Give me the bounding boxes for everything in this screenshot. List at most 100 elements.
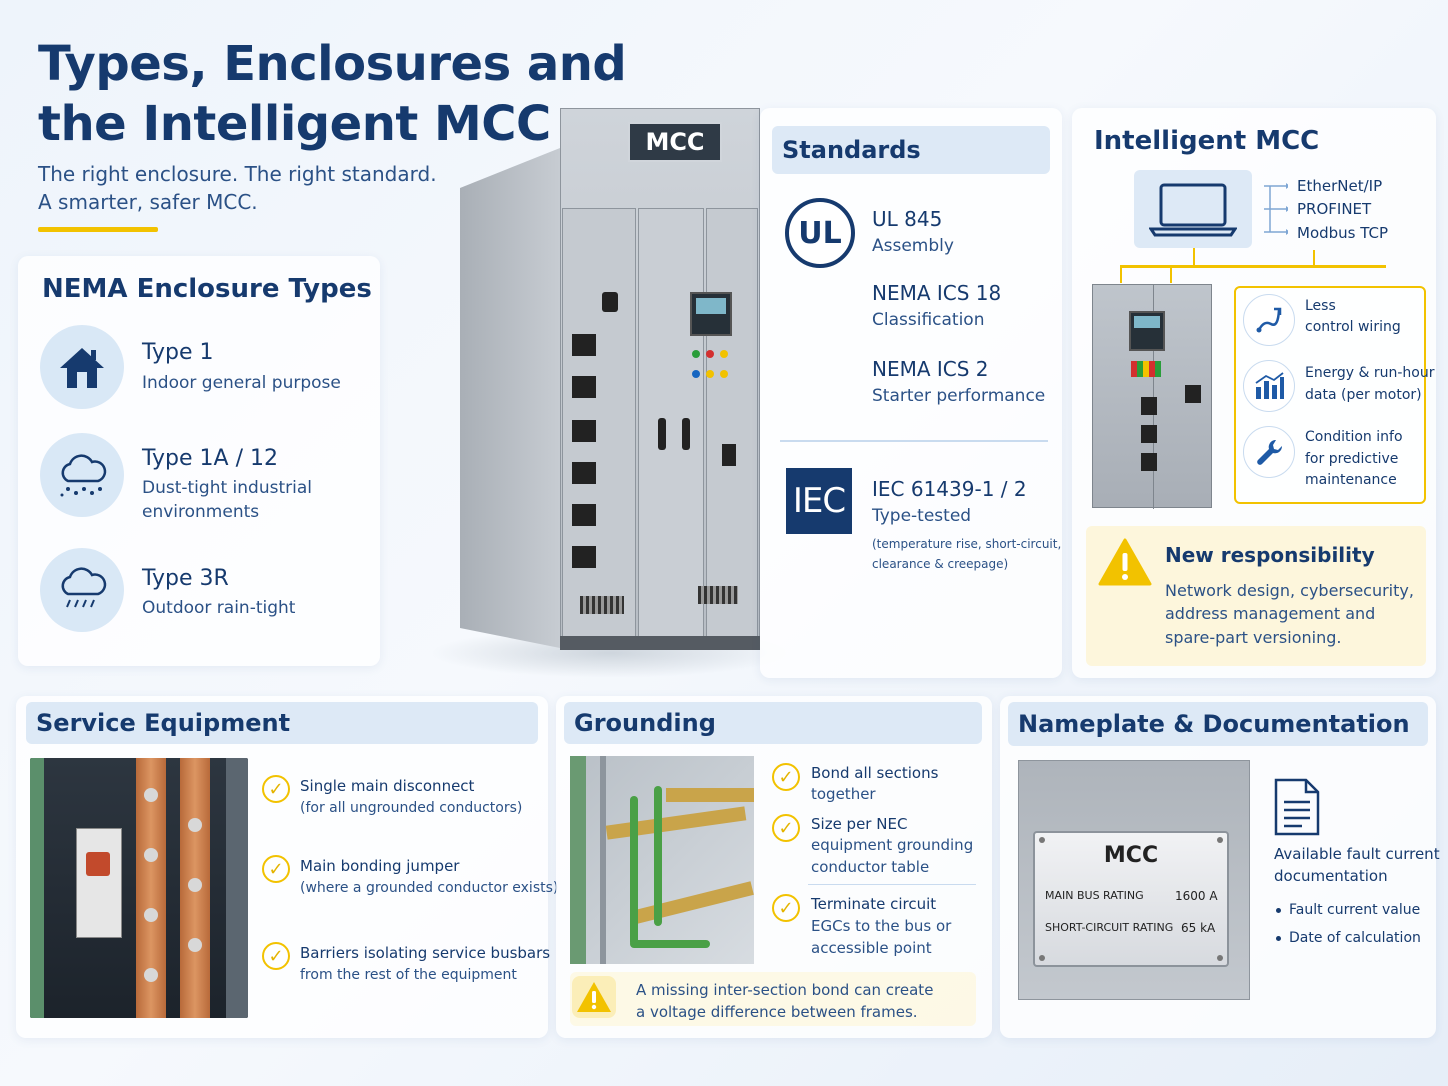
standard-name: NEMA ICS 2 [872,357,989,381]
page-subtitle-line2: A smarter, safer MCC. [38,190,258,214]
grounding-warning-text-line2: a voltage difference between frames. [636,1003,918,1021]
benefit-text-line2: control wiring [1305,319,1401,335]
nameplate-title: Nameplate & Documentation [1008,702,1428,746]
bullet-dot [1276,936,1281,941]
check-icon: ✓ [772,814,800,842]
benefit-text-line2: for predictive [1305,451,1399,467]
nema-item-name: Type 1 [142,340,214,365]
grounding-item-line3: accessible point [811,939,932,957]
doc-bullet: Date of calculation [1289,930,1421,946]
grounding-divider [808,884,976,885]
check-icon: ✓ [262,942,290,970]
nameplate-row-value: 65 kA [1181,921,1216,935]
page-title-line1: Types, Enclosures and [38,36,627,92]
nameplate-row-label: MAIN BUS RATING [1045,889,1144,902]
benefit-text: Less [1305,298,1336,314]
rain-cloud-icon [40,548,124,632]
mcc-section-illustration [1092,284,1212,509]
service-item: Barriers isolating service busbars [300,944,551,962]
nameplate-row-label: SHORT-CIRCUIT RATING [1045,921,1174,934]
responsibility-box [1086,526,1426,666]
warning-icon [1098,538,1152,590]
protocol-label: EtherNet/IP [1297,177,1383,195]
protocol-label: PROFINET [1297,200,1372,218]
grounding-warning-box [570,972,976,1026]
iec-standard-name: IEC 61439-1 / 2 [872,477,1027,501]
nema-item-name: Type 1A / 12 [142,446,278,471]
standard-desc: Assembly [872,236,954,256]
wiring-icon [1243,294,1295,346]
nameplate-row-value: 1600 A [1175,889,1218,903]
laptop-icon [1134,170,1252,248]
nema-item-desc: Indoor general purpose [142,373,341,393]
grounding-title: Grounding [564,702,982,744]
network-bus-line [1120,265,1386,268]
iec-standard-desc: Type-tested [872,506,972,526]
bar-chart-icon [1243,360,1295,412]
responsibility-text-line3: spare-part versioning. [1165,628,1342,647]
dust-cloud-icon [40,433,124,517]
nameplate-plate [1033,831,1229,967]
document-icon [1272,778,1322,840]
service-item-note: from the rest of the equipment [300,967,517,983]
responsibility-title: New responsibility [1165,543,1375,567]
service-item-note: (for all ungrounded conductors) [300,800,523,816]
responsibility-text: Network design, cybersecurity, [1165,581,1414,600]
doc-title-line2: documentation [1274,867,1388,885]
bullet-dot [1276,908,1281,913]
service-item: Single main disconnect [300,777,475,795]
house-icon [40,325,124,409]
protocol-label: Modbus TCP [1297,224,1389,242]
grounding-item-line2: EGCs to the bus or [811,917,952,935]
cabinet-label: MCC [628,122,722,162]
nema-item-desc-line2: environments [142,502,260,522]
doc-bullet: Fault current value [1289,902,1421,918]
grounding-item: Terminate circuit [811,895,937,913]
benefit-text: Energy & run-hour [1305,365,1435,381]
service-item-note: (where a grounded conductor exists) [300,880,559,896]
standards-title: Standards [772,126,1050,174]
mcc-cabinet-illustration: MCC [430,108,790,678]
service-item: Main bonding jumper [300,857,460,875]
intelligent-mcc-title: Intelligent MCC [1094,126,1320,156]
iec-logo-icon: IEC [786,468,852,534]
protocol-arrow-icon [1264,178,1290,238]
benefit-text-line2: data (per motor) [1305,387,1422,403]
grounding-photo [570,756,754,964]
check-icon: ✓ [262,775,290,803]
iec-standard-note-line2: clearance & creepage) [872,557,1009,571]
benefit-text: Condition info [1305,429,1403,445]
standard-desc: Classification [872,310,985,330]
nema-item-desc: Dust-tight industrial [142,478,312,498]
nema-item-desc: Outdoor rain-tight [142,598,296,618]
doc-title: Available fault current [1274,845,1440,863]
ul-logo-icon: UL [785,198,855,268]
busbar-photo [30,758,248,1018]
title-underline [38,227,158,232]
check-icon: ✓ [772,763,800,791]
standards-divider [780,440,1048,442]
nema-title: NEMA Enclosure Types [42,274,372,304]
grounding-item-line2: equipment grounding [811,836,974,854]
grounding-item: Size per NEC [811,815,908,833]
nameplate-plate-title: MCC [1103,843,1159,868]
standard-desc: Starter performance [872,386,1046,406]
wrench-icon [1243,426,1295,478]
standard-name: NEMA ICS 18 [872,281,1002,305]
page-title-line2: the Intelligent MCC [38,96,551,152]
nema-item-name: Type 3R [142,566,229,591]
standard-name: UL 845 [872,207,943,231]
nameplate-photo: MCC MAIN BUS RATING 1600 A SHORT-CIRCUIT… [1018,760,1250,1000]
iec-standard-note: (temperature rise, short-circuit, [872,537,1062,551]
benefit-text-line3: maintenance [1305,472,1397,488]
check-icon: ✓ [262,855,290,883]
grounding-warning-text: A missing inter-section bond can create [636,981,934,999]
grounding-item: Bond all sections [811,764,939,782]
check-icon: ✓ [772,894,800,922]
service-equipment-title: Service Equipment [26,702,538,744]
grounding-item-line2: together [811,785,876,803]
responsibility-text-line2: address management and [1165,604,1376,623]
warning-icon [572,976,616,1022]
grounding-item-line3: conductor table [811,858,930,876]
page-subtitle-line1: The right enclosure. The right standard. [38,162,437,186]
